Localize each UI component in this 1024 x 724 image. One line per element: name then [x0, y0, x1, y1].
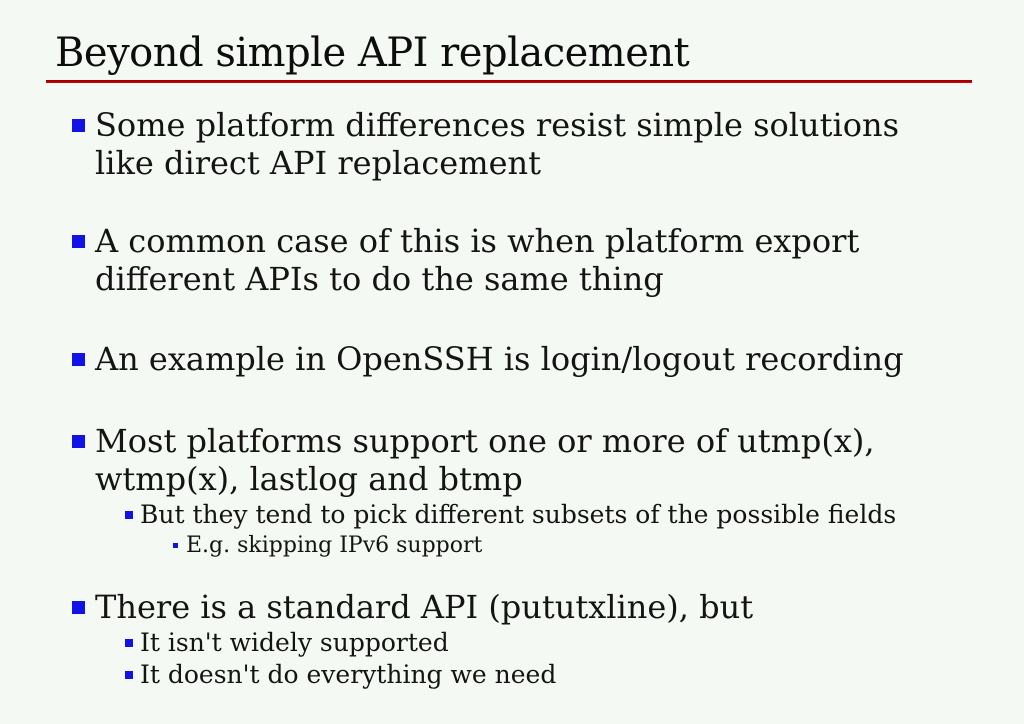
bullet-line: Some platform differences resist simple … [95, 106, 899, 144]
bullet-item: An example in OpenSSH is login/logout re… [72, 340, 1024, 378]
bullet-line: An example in OpenSSH is login/logout re… [95, 340, 904, 378]
bullet-square-icon [173, 543, 178, 548]
bullet-square-icon [125, 511, 133, 519]
bullet-line: It isn't widely supported [140, 628, 449, 657]
bullet-list: Some platform differences resist simple … [0, 86, 1024, 690]
bullet-square-icon [72, 353, 85, 366]
bullet-line: There is a standard API (pututxline), bu… [95, 588, 754, 626]
bullet-line: like direct API replacement [95, 144, 541, 182]
bullet-item: Most platforms support one or more of ut… [72, 422, 1024, 498]
bullet-square-icon [72, 435, 85, 448]
slide-title: Beyond simple API replacement [55, 30, 690, 76]
bullet-item: Some platform differences resist simple … [72, 106, 1024, 182]
bullet-item-sub: It doesn't do everything we need [125, 660, 1024, 690]
bullet-line: It doesn't do everything we need [140, 660, 557, 689]
bullet-item: There is a standard API (pututxline), bu… [72, 588, 1024, 626]
bullet-item-subsub: E.g. skipping IPv6 support [173, 532, 1024, 560]
bullet-line: But they tend to pick different subsets … [140, 500, 897, 529]
bullet-item: A common case of this is when platform e… [72, 222, 1024, 298]
bullet-line: E.g. skipping IPv6 support [186, 533, 483, 558]
bullet-square-icon [72, 235, 85, 248]
bullet-square-icon [125, 639, 133, 647]
bullet-line: Most platforms support one or more of ut… [95, 422, 875, 460]
title-underline [46, 80, 972, 83]
bullet-square-icon [72, 601, 85, 614]
bullet-item-sub: But they tend to pick different subsets … [125, 500, 1024, 530]
bullet-item-sub: It isn't widely supported [125, 628, 1024, 658]
bullet-line: wtmp(x), lastlog and btmp [95, 460, 523, 498]
bullet-line: different APIs to do the same thing [95, 260, 664, 298]
bullet-line: A common case of this is when platform e… [95, 222, 860, 260]
bullet-square-icon [125, 671, 133, 679]
bullet-square-icon [72, 119, 85, 132]
